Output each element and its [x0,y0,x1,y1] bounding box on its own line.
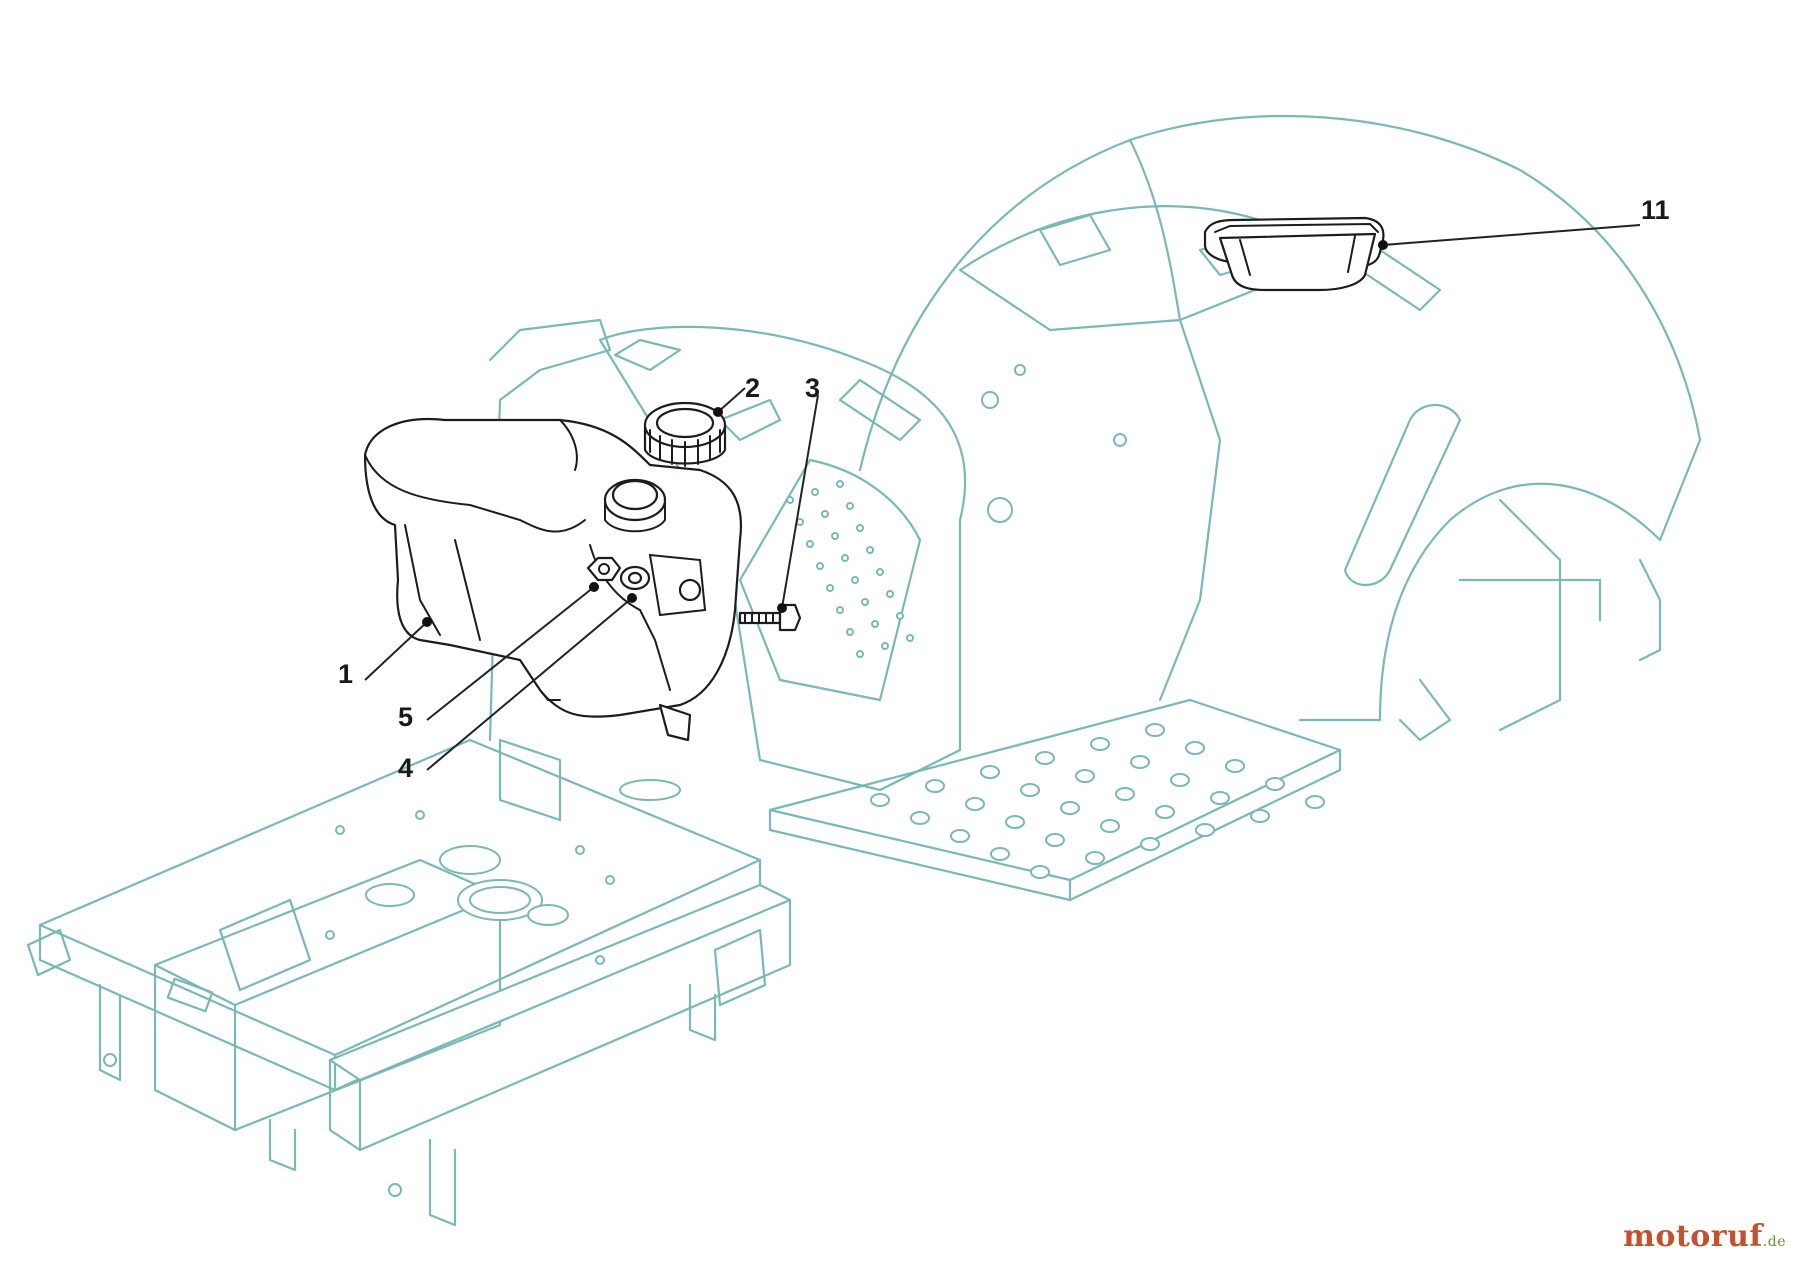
plate-hole [851,576,859,584]
callout-1: 1 [338,659,353,689]
chassis-frame [26,738,792,1227]
rear-fender-body [858,114,1702,742]
plate-hole [965,797,985,811]
plate-hole [1140,837,1160,851]
plate-hole [846,502,854,510]
plate-hole [806,540,814,548]
plate-hole [831,532,839,540]
plate-hole [841,554,849,562]
plate-hole [870,793,890,807]
plate-hole [906,634,914,642]
callout-11: 11 [1641,195,1670,225]
callout-2: 2 [745,373,760,403]
motoruf-watermark-logo: motoruf.de [1623,1219,1786,1254]
plate-hole [1130,755,1150,769]
plate-hole [876,568,884,576]
plate-hole [1210,791,1230,805]
watermark-text: motoruf [1623,1219,1763,1254]
plate-hole [1155,805,1175,819]
plate-hole [1145,723,1165,737]
plate-hole [1030,865,1050,879]
plate-hole [1225,759,1245,773]
plate-hole [1170,773,1190,787]
plate-hole [1250,809,1270,823]
plate-hole [846,628,854,636]
plate-hole [786,496,794,504]
plate-hole [1005,815,1025,829]
dashboard-console [488,318,967,822]
plate-hole [1020,783,1040,797]
watermark-suffix: .de [1762,1234,1786,1250]
plate-hole [821,510,829,518]
plate-hole [1075,769,1095,783]
plate-hole [1045,833,1065,847]
plate-hole [826,584,834,592]
plate-hole [871,620,879,628]
plate-hole [811,488,819,496]
callout-labels: 1 2 3 4 5 11 [338,195,1670,783]
fuel-tank [363,418,743,742]
bolt [738,603,802,632]
plate-hole [1060,801,1080,815]
plate-hole [1115,787,1135,801]
plate-hole [1195,823,1215,837]
plate-hole [861,598,869,606]
plate-hole [980,765,1000,779]
washer [619,565,651,591]
callout-3: 3 [805,373,820,403]
footrest-plate [768,698,1342,902]
plate-hole [816,562,824,570]
fuel-cap [643,401,727,467]
plate-hole [866,546,874,554]
leader-lines [364,224,1641,771]
plate-hole [836,606,844,614]
hex-nut [586,556,622,582]
plate-hole [1305,795,1325,809]
plate-hole [836,480,844,488]
plate-hole [910,811,930,825]
plate-hole [896,612,904,620]
callout-4: 4 [398,753,413,783]
plate-hole [1265,777,1285,791]
plate-hole [856,524,864,532]
plate-hole [950,829,970,843]
plate-hole [1035,751,1055,765]
plate-hole [856,650,864,658]
plate-hole [990,847,1010,861]
plate-hole [1085,851,1105,865]
plate-hole [1185,741,1205,755]
plate-hole [1090,737,1110,751]
plate-hole [1100,819,1120,833]
plate-hole [881,642,889,650]
callout-5: 5 [398,702,413,732]
plate-hole [925,779,945,793]
plate-hole [886,590,894,598]
storage-tray [1203,216,1385,292]
